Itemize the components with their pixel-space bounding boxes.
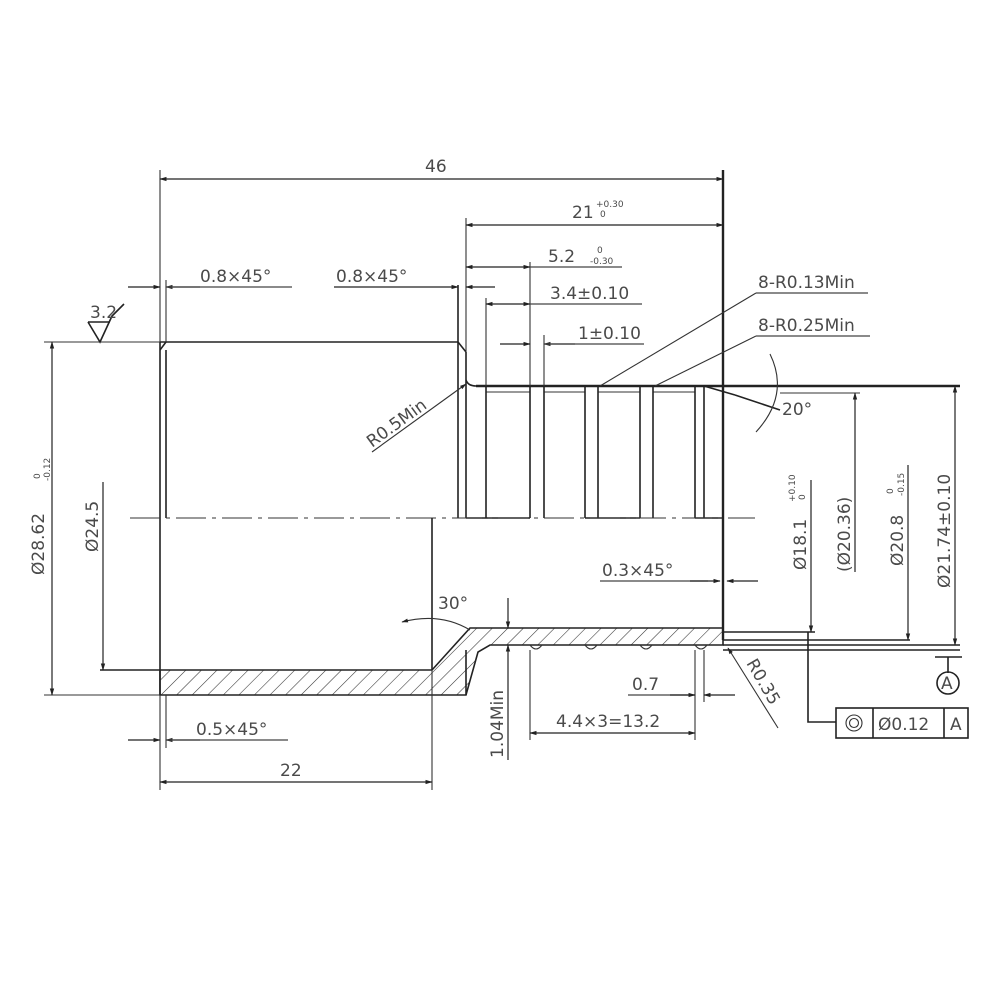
svg-text:0: 0 (886, 488, 896, 494)
svg-text:0: 0 (597, 246, 603, 256)
svg-text:8-R0.25Min: 8-R0.25Min (758, 316, 855, 336)
dim-angle-30: 30° (401, 594, 471, 631)
svg-text:-0.15: -0.15 (897, 473, 907, 496)
label-groove-r013: 8-R0.13Min (599, 273, 868, 387)
dim-chamfer-bottom: 0.5×45° (128, 695, 288, 748)
svg-text:Ø28.62: Ø28.62 (29, 513, 49, 575)
svg-text:A: A (941, 674, 953, 694)
svg-text:Ø18.1: Ø18.1 (791, 519, 811, 570)
gdt-feature-control-frame: Ø0.12 A (807, 632, 969, 739)
dim-gap-0-7: 0.7 (628, 650, 735, 740)
dim-chamfer-right: 0.3×45° (600, 561, 758, 584)
label-groove-r025: 8-R0.25Min (654, 316, 870, 387)
dim-flange-length: 22 (159, 670, 433, 790)
label-r05min: R0.5Min (363, 383, 467, 453)
svg-text:Ø21.74±0.10: Ø21.74±0.10 (935, 474, 955, 588)
svg-text:1±0.10: 1±0.10 (578, 324, 641, 344)
svg-text:8-R0.13Min: 8-R0.13Min (758, 273, 855, 293)
svg-text:Ø0.12: Ø0.12 (878, 715, 929, 735)
part-outline (159, 170, 960, 695)
dim-dia-21-74: Ø21.74±0.10 (935, 385, 958, 646)
dim-dia-18-1: Ø18.1 +0.10 0 (788, 474, 814, 633)
dim-land-1: 1±0.10 (500, 324, 644, 386)
surface-finish-symbol: 3.2 (87, 303, 125, 344)
svg-text:+0.30: +0.30 (596, 200, 624, 210)
dim-chamfer-mid: 0.8×45° (334, 267, 495, 290)
svg-text:Ø20.8: Ø20.8 (888, 515, 908, 566)
svg-text:22: 22 (280, 761, 302, 781)
svg-text:R0.5Min: R0.5Min (363, 395, 431, 452)
dim-angle-20: 20° (755, 353, 812, 433)
svg-text:3.4±0.10: 3.4±0.10 (550, 284, 629, 304)
dim-wall-min: 1.04Min (488, 598, 511, 760)
svg-text:0.8×45°: 0.8×45° (336, 267, 407, 287)
svg-text:1.04Min: 1.04Min (488, 690, 508, 758)
datum-a-symbol: A (935, 656, 962, 695)
dim-chamfer-left: 0.8×45° (128, 267, 292, 342)
svg-text:-0.30: -0.30 (590, 257, 614, 267)
dim-dia-24-5: Ø24.5 (83, 482, 106, 671)
svg-text:+0.10: +0.10 (788, 474, 798, 502)
dim-first-land: 5.2 0 -0.30 (465, 246, 622, 386)
svg-text:0.5×45°: 0.5×45° (196, 720, 267, 740)
dim-pitch: 4.4×3=13.2 (529, 650, 696, 740)
svg-text:A: A (950, 715, 962, 735)
svg-text:R0.35: R0.35 (742, 656, 784, 709)
svg-text:0.3×45°: 0.3×45° (602, 561, 673, 581)
dim-dia-20-36-ref: (Ø20.36) (780, 392, 860, 572)
svg-text:-0.12: -0.12 (43, 458, 53, 481)
svg-text:46: 46 (425, 157, 447, 177)
svg-text:0.8×45°: 0.8×45° (200, 267, 271, 287)
svg-text:0: 0 (798, 494, 808, 500)
svg-text:0.7: 0.7 (632, 675, 659, 695)
dim-dia-28-62: Ø28.62 0 -0.12 (29, 341, 160, 696)
dim-land-3-4: 3.4±0.10 (485, 284, 642, 386)
dim-dia-20-8: Ø20.8 0 -0.15 (886, 465, 911, 641)
svg-text:5.2: 5.2 (548, 247, 575, 267)
svg-text:4.4×3=13.2: 4.4×3=13.2 (556, 712, 660, 732)
section-hatch (100, 518, 960, 696)
svg-text:3.2: 3.2 (90, 303, 117, 323)
svg-text:30°: 30° (438, 594, 468, 614)
svg-text:0: 0 (33, 473, 43, 479)
svg-text:Ø24.5: Ø24.5 (83, 501, 103, 552)
dim-overall-length: 46 (159, 157, 724, 342)
svg-text:20°: 20° (782, 400, 812, 420)
svg-text:(Ø20.36): (Ø20.36) (835, 497, 855, 572)
svg-text:21: 21 (572, 203, 594, 223)
svg-text:0: 0 (600, 210, 606, 220)
label-r035: R0.35 (727, 647, 784, 729)
